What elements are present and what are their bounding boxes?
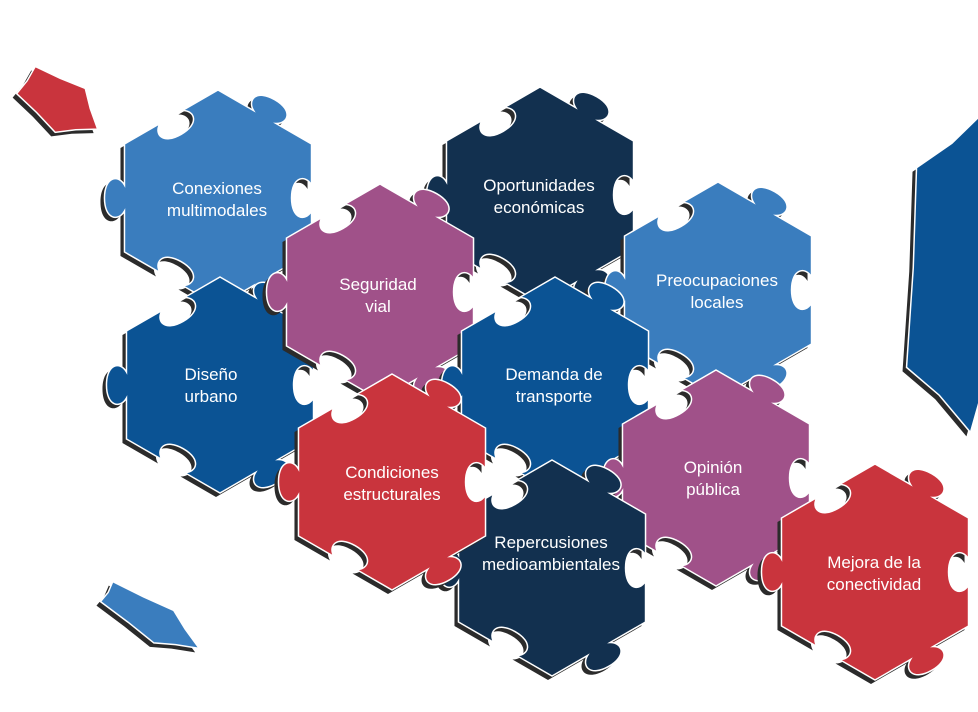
loose-red-top-left — [15, 65, 99, 134]
label-line: estructurales — [343, 485, 441, 504]
loose-blue-bottom-left — [99, 580, 201, 650]
label-line: Mejora de la — [827, 553, 921, 572]
label-line: Preocupaciones — [656, 271, 778, 290]
loose-blue-right-edge — [905, 116, 978, 434]
label-line: transporte — [515, 387, 593, 406]
label-line: Conexiones — [172, 179, 262, 198]
piece-label-oportunidades: Oportunidades económicas — [449, 175, 629, 219]
label-line: económicas — [493, 198, 585, 217]
piece-label-conexiones: Conexiones multimodales — [127, 178, 307, 222]
piece-label-opinion: Opinión pública — [623, 457, 803, 501]
piece-label-repercusiones: Repercusiones medioambientales — [461, 532, 641, 576]
piece-label-mejora: Mejora de la conectividad — [784, 552, 964, 596]
label-line: multimodales — [166, 201, 268, 220]
label-line: Diseño — [184, 365, 238, 384]
puzzle-piece-mejora — [760, 463, 970, 681]
label-line: urbano — [184, 387, 238, 406]
puzzle-piece-condiciones — [277, 373, 487, 591]
piece-label-condiciones: Condiciones estructurales — [302, 462, 482, 506]
label-line: vial — [365, 297, 391, 316]
label-line: conectividad — [826, 575, 922, 594]
label-line: Seguridad — [339, 275, 417, 294]
label-line: Condiciones — [345, 463, 439, 482]
label-line: Oportunidades — [483, 176, 595, 195]
piece-label-preocupaciones: Preocupaciones locales — [627, 270, 807, 314]
label-line: Demanda de — [505, 365, 603, 384]
label-line: medioambientales — [482, 555, 620, 574]
piece-label-demanda: Demanda de transporte — [464, 364, 644, 408]
piece-label-seguridad: Seguridad vial — [288, 274, 468, 318]
label-line: Repercusiones — [494, 533, 608, 552]
label-line: locales — [690, 293, 744, 312]
label-line: Opinión — [683, 458, 743, 477]
label-line: pública — [686, 480, 740, 499]
puzzle-piece-opinion — [601, 369, 811, 587]
piece-label-diseno: Diseño urbano — [121, 364, 301, 408]
